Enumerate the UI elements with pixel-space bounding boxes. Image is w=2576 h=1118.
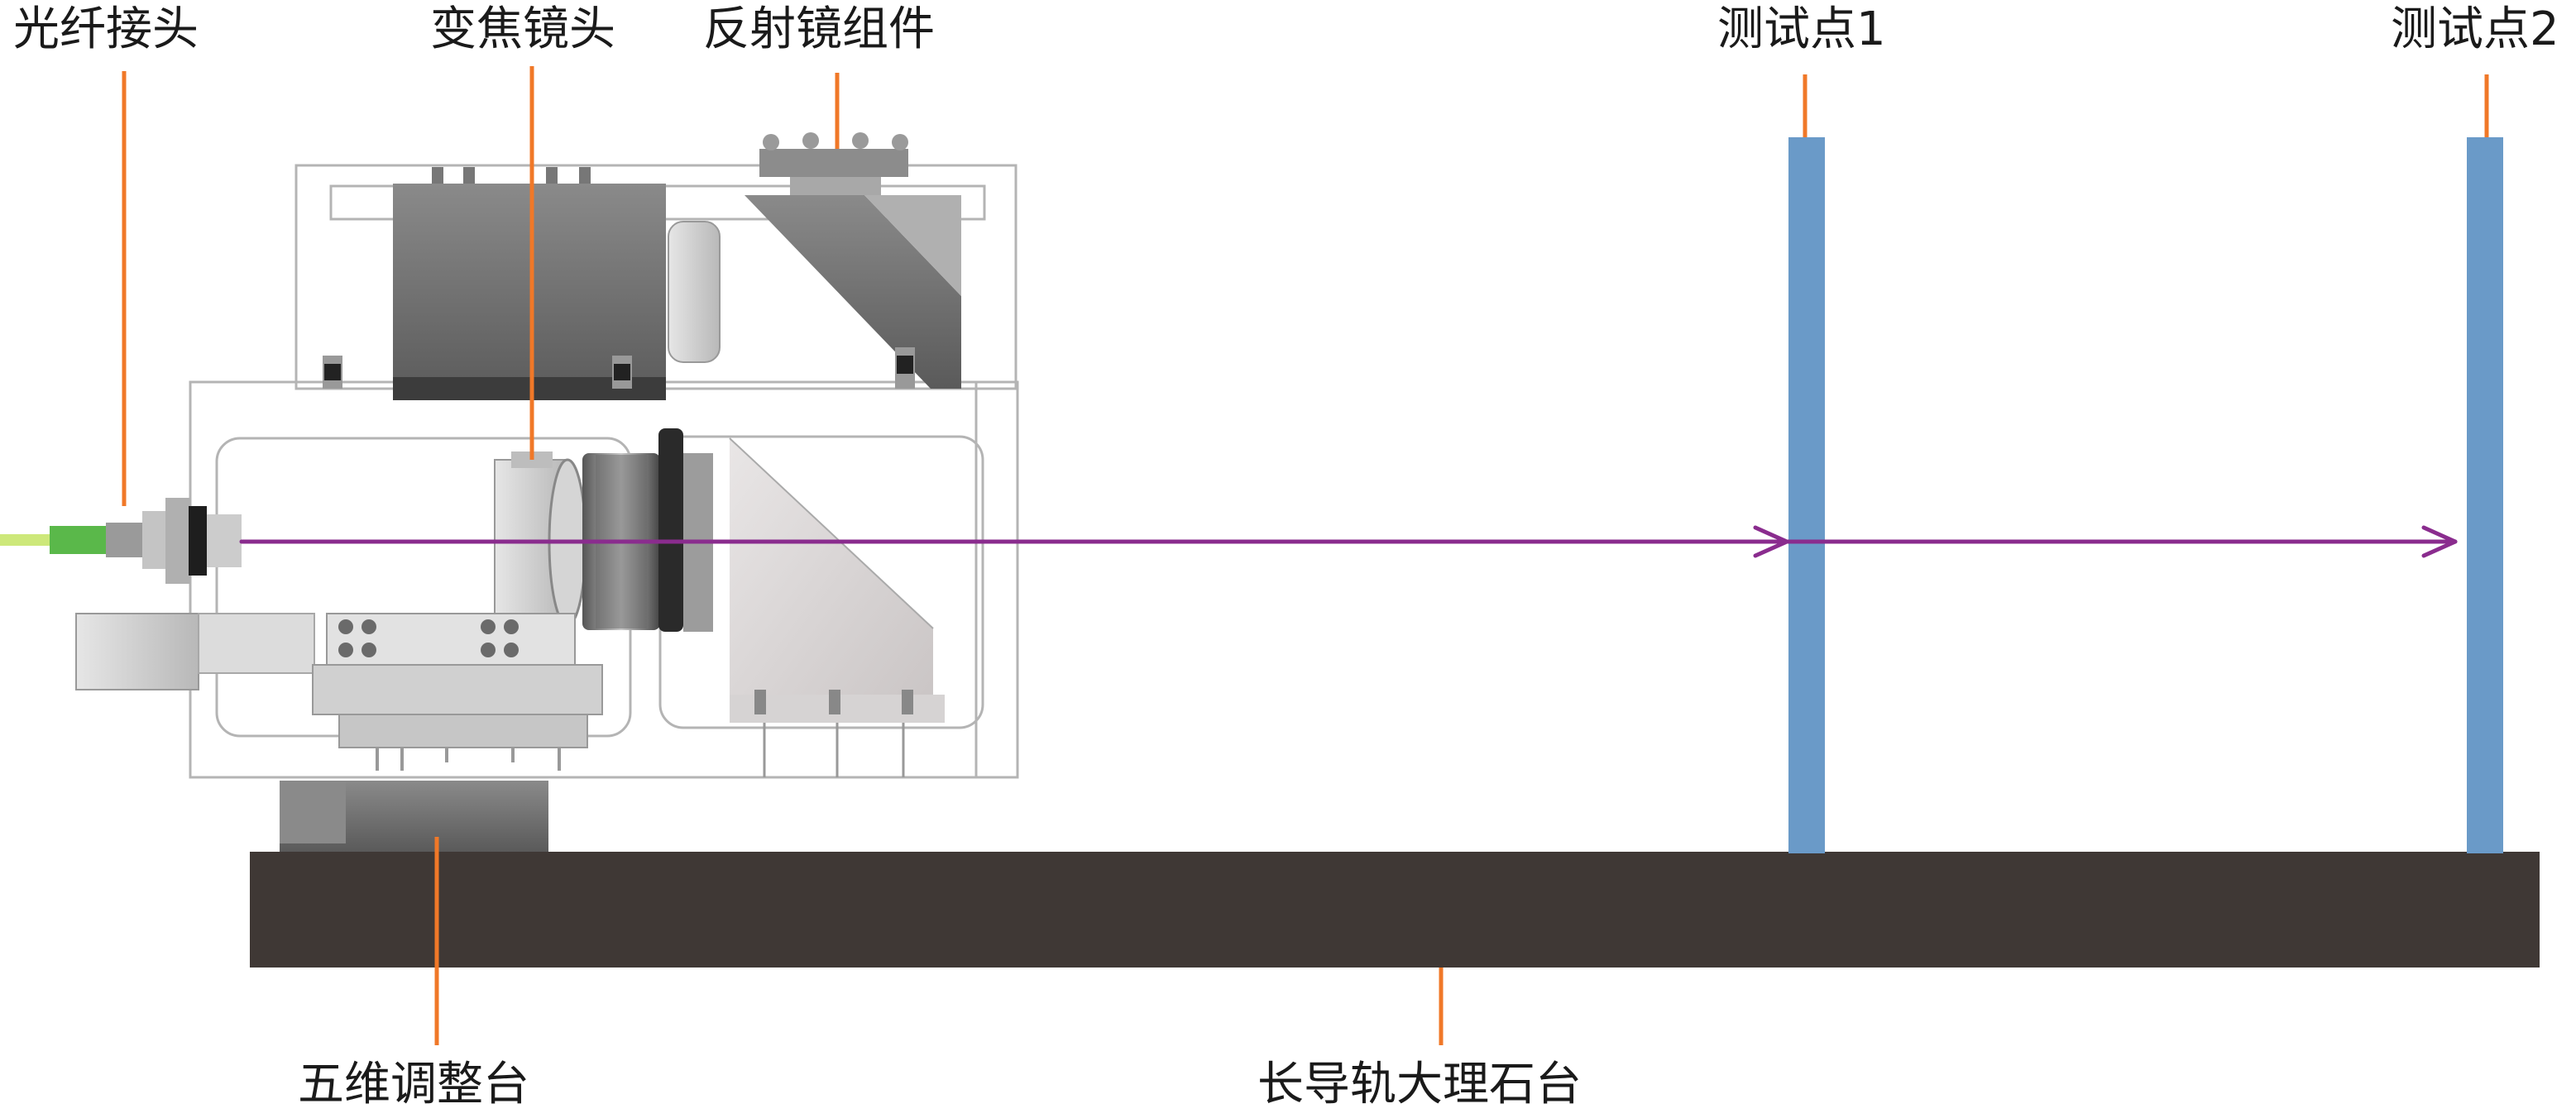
label-test-point-1: 测试点1	[1717, 2, 1886, 56]
label-mirror-assembly: 反射镜组件	[703, 2, 935, 56]
label-five-axis-stage: 五维调整台	[298, 1058, 529, 1111]
label-fiber-connector: 光纤接头	[13, 2, 199, 56]
test-plate-1	[1788, 137, 1825, 853]
label-test-point-2: 测试点2	[2391, 2, 2559, 56]
test-plate-2	[2467, 137, 2503, 853]
upper-lens-block	[323, 167, 721, 400]
leader-lines	[122, 66, 2489, 1045]
marble-rail-table	[250, 852, 2540, 967]
five-axis-stage	[75, 613, 603, 852]
label-marble-rail-table: 长导轨大理石台	[1257, 1058, 1582, 1111]
zoom-lens	[494, 428, 713, 632]
mirror-assembly	[745, 132, 961, 389]
fiber-connector	[0, 498, 242, 584]
label-zoom-lens: 变焦镜头	[430, 2, 615, 56]
prism-housing	[729, 437, 945, 777]
optical-beam	[239, 525, 2458, 558]
